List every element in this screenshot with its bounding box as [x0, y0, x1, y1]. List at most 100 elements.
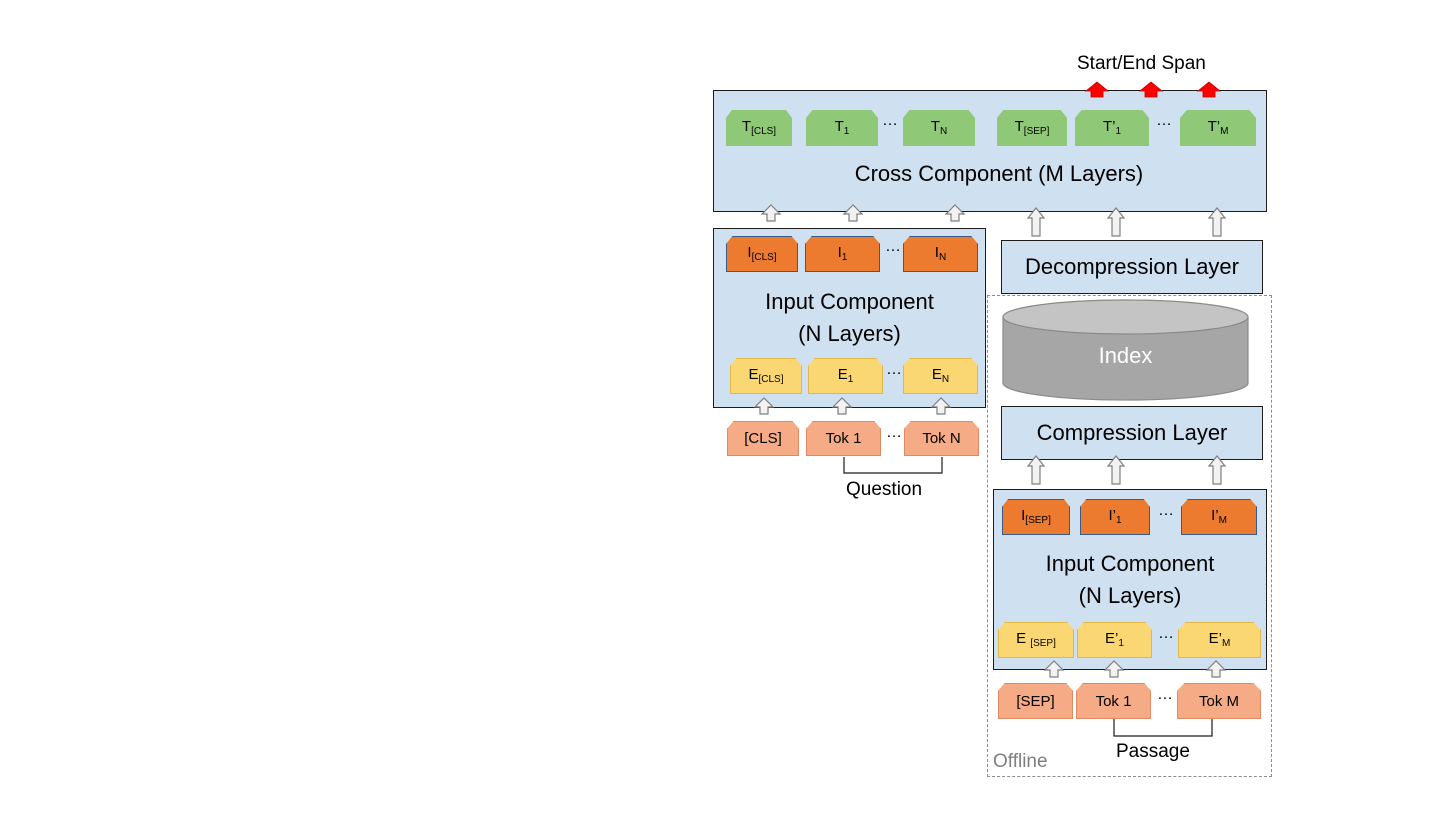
token-subscript: [CLS]	[751, 252, 777, 263]
token-subscript: 1	[1115, 515, 1122, 526]
question-output-n: IN	[903, 236, 978, 272]
question-title-line1: Input Component	[765, 289, 934, 314]
arrow-q-in-3	[930, 397, 952, 415]
token-subscript: 1	[843, 126, 850, 137]
token-main-text: E	[931, 366, 942, 383]
question-input-cls: [CLS]	[727, 421, 799, 456]
passage-output-ellipsis: …	[1158, 502, 1174, 519]
offline-region	[987, 295, 1272, 777]
token-main-text: T	[741, 118, 752, 135]
cross-token-n: TN	[903, 110, 975, 146]
cross-ellipsis-p: …	[1156, 112, 1172, 129]
passage-title-line2: (N Layers)	[1078, 583, 1182, 608]
passage-input-ellipsis: …	[1157, 686, 1173, 703]
compression-layer: Compression Layer	[1001, 406, 1263, 460]
question-output-cls: I[CLS]	[726, 236, 798, 272]
question-output-1: I1	[805, 236, 880, 272]
token-subscript: 1	[1118, 638, 1124, 649]
passage-output-sep: I[SEP]	[1002, 499, 1070, 535]
token-main-text: I	[747, 244, 752, 261]
token-main-text: E	[1016, 630, 1031, 647]
token-main-text: E	[748, 366, 759, 383]
tall-up-arrows	[1026, 207, 1227, 485]
brackets	[843, 457, 1213, 737]
question-input-component-title: Input Component (N Layers)	[713, 286, 986, 350]
cross-ellipsis-q: …	[882, 112, 898, 129]
arrow-q-cross-1	[760, 204, 782, 222]
passage-embedding-sep: E [SEP]	[998, 622, 1074, 658]
arrow-q-cross-2	[842, 204, 864, 222]
arrow-q-in-2	[831, 397, 853, 415]
passage-input-sep: [SEP]	[998, 683, 1073, 719]
cross-component-panel	[713, 90, 1267, 212]
token-main-text: I	[934, 244, 939, 261]
cross-token-sep: T[SEP]	[997, 110, 1067, 146]
token-main-text: E’	[1208, 630, 1222, 647]
red-arrow-1	[1084, 81, 1110, 98]
question-bracket	[843, 457, 943, 474]
cross-token-prime-m: T’M	[1180, 110, 1256, 146]
passage-output-prime-m: I’M	[1181, 499, 1257, 535]
red-arrow-3	[1196, 81, 1222, 98]
decompression-layer: Decompression Layer	[1001, 240, 1263, 294]
offline-label: Offline	[993, 751, 1048, 772]
arrow-q-in-1	[753, 397, 775, 415]
question-title-line2: (N Layers)	[798, 321, 901, 346]
span-output-arrows	[1084, 81, 1222, 98]
token-main-text: I’	[1108, 507, 1116, 524]
token-main-text: T	[834, 118, 844, 135]
cross-token-cls: T[CLS]	[726, 110, 792, 146]
arrow-pin-comp-1	[1026, 455, 1046, 485]
passage-output-prime-1: I’1	[1080, 499, 1150, 535]
token-main-text: E’	[1105, 630, 1119, 647]
arrow-decomp-cross-1	[1026, 207, 1046, 237]
passage-title-line1: Input Component	[1045, 551, 1215, 576]
passage-label: Passage	[1116, 741, 1190, 762]
token-subscript: M	[1218, 515, 1227, 526]
token-subscript: 1	[841, 252, 848, 263]
token-subscript: N	[941, 374, 950, 385]
cross-component-title: Cross Component (M Layers)	[854, 161, 1144, 186]
cross-token-prime-1: T’1	[1075, 110, 1149, 146]
index-label: Index	[1098, 343, 1153, 368]
passage-input-tokm: Tok M	[1177, 683, 1261, 719]
red-arrow-2	[1138, 81, 1164, 98]
arrow-q-cross-3	[944, 204, 966, 222]
token-subscript: M	[1220, 126, 1229, 137]
question-input-tok1: Tok 1	[806, 421, 881, 456]
token-subscript: [SEP]	[1030, 638, 1056, 649]
token-main-text: I	[837, 244, 842, 261]
token-subscript: [SEP]	[1025, 515, 1051, 526]
arrow-pin-comp-2	[1106, 455, 1126, 485]
passage-embedding-prime-1: E’1	[1077, 622, 1152, 658]
arrow-decomp-cross-3	[1207, 207, 1227, 237]
index-cylinder	[1002, 299, 1249, 401]
question-input-ellipsis: …	[886, 424, 902, 441]
token-subscript: [CLS]	[751, 126, 777, 137]
token-main-text: T’	[1102, 118, 1116, 135]
question-embedding-ellipsis: …	[886, 361, 902, 378]
passage-embedding-prime-m: E’M	[1178, 622, 1261, 658]
token-main-text: I	[1021, 507, 1026, 524]
question-output-ellipsis: …	[885, 238, 901, 255]
token-main-text: T	[1014, 118, 1024, 135]
arrow-p-in-3	[1205, 660, 1227, 678]
arrow-p-in-2	[1103, 660, 1125, 678]
passage-input-component-title: Input Component (N Layers)	[993, 548, 1267, 612]
token-subscript: [SEP]	[1023, 126, 1050, 137]
question-input-tokn: Tok N	[904, 421, 979, 456]
short-up-arrows	[753, 204, 1227, 678]
token-main-text: T	[930, 118, 940, 135]
token-subscript: 1	[847, 374, 854, 385]
token-subscript: N	[938, 252, 947, 263]
question-embedding-n: EN	[903, 358, 978, 394]
token-main-text: T’	[1207, 118, 1221, 135]
question-embedding-1: E1	[808, 358, 883, 394]
cross-token-1: T1	[806, 110, 878, 146]
token-subscript: N	[939, 126, 948, 137]
arrow-decomp-cross-2	[1106, 207, 1126, 237]
arrow-pin-comp-3	[1207, 455, 1227, 485]
question-embedding-cls: E[CLS]	[730, 358, 802, 394]
token-main-text: I’	[1211, 507, 1219, 524]
token-subscript: M	[1222, 638, 1231, 649]
